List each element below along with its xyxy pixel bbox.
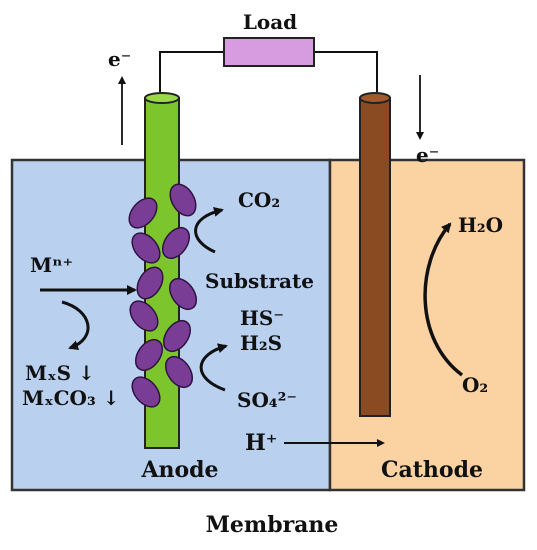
- electron-label-left: e⁻: [108, 47, 131, 71]
- bacteria-cluster: [128, 183, 198, 408]
- proton-label: H⁺: [245, 430, 277, 456]
- electron-label-right: e⁻: [416, 143, 439, 167]
- substrate-curve-arrow: [194, 206, 224, 254]
- bacterium: [131, 232, 161, 264]
- external-wire-right: [314, 51, 378, 92]
- metal-ion-label: Mⁿ⁺: [30, 253, 73, 277]
- bacterium: [164, 355, 194, 389]
- sulfate-label: SO₄²⁻: [237, 388, 297, 412]
- cathode-label: Cathode: [381, 457, 483, 483]
- bacterium: [169, 183, 197, 217]
- metal-carbonate-label: MₓCO₃ ↓: [22, 386, 119, 410]
- load-resistor: [223, 37, 315, 67]
- precipitation-curve-arrow: [61, 300, 90, 351]
- membrane-label: Membrane: [206, 512, 339, 538]
- anode-top: [144, 92, 180, 104]
- bacterium: [161, 226, 191, 260]
- bacterium: [162, 319, 192, 353]
- oxygen-curve-arrow: [423, 222, 464, 377]
- bacterium: [134, 338, 164, 372]
- bacterium: [129, 300, 159, 332]
- cathode-electrode: [359, 97, 391, 417]
- bacterium: [128, 197, 158, 229]
- anode-label: Anode: [140, 457, 218, 483]
- load-label: Load: [243, 10, 297, 34]
- bacterium: [136, 266, 164, 300]
- metal-sulfide-label: MₓS ↓: [25, 361, 95, 385]
- sulfate-curve-arrow: [199, 343, 228, 392]
- co2-label: CO₂: [238, 188, 280, 212]
- bacterium: [168, 277, 198, 311]
- substrate-label: Substrate: [205, 269, 314, 293]
- bacterium: [131, 376, 161, 408]
- cathode-top: [359, 92, 391, 104]
- external-wire: [159, 51, 224, 92]
- h2s-label: H₂S: [240, 331, 282, 355]
- hs-minus-label: HS⁻: [240, 306, 284, 330]
- water-label: H₂O: [458, 213, 503, 237]
- oxygen-label: O₂: [462, 373, 488, 397]
